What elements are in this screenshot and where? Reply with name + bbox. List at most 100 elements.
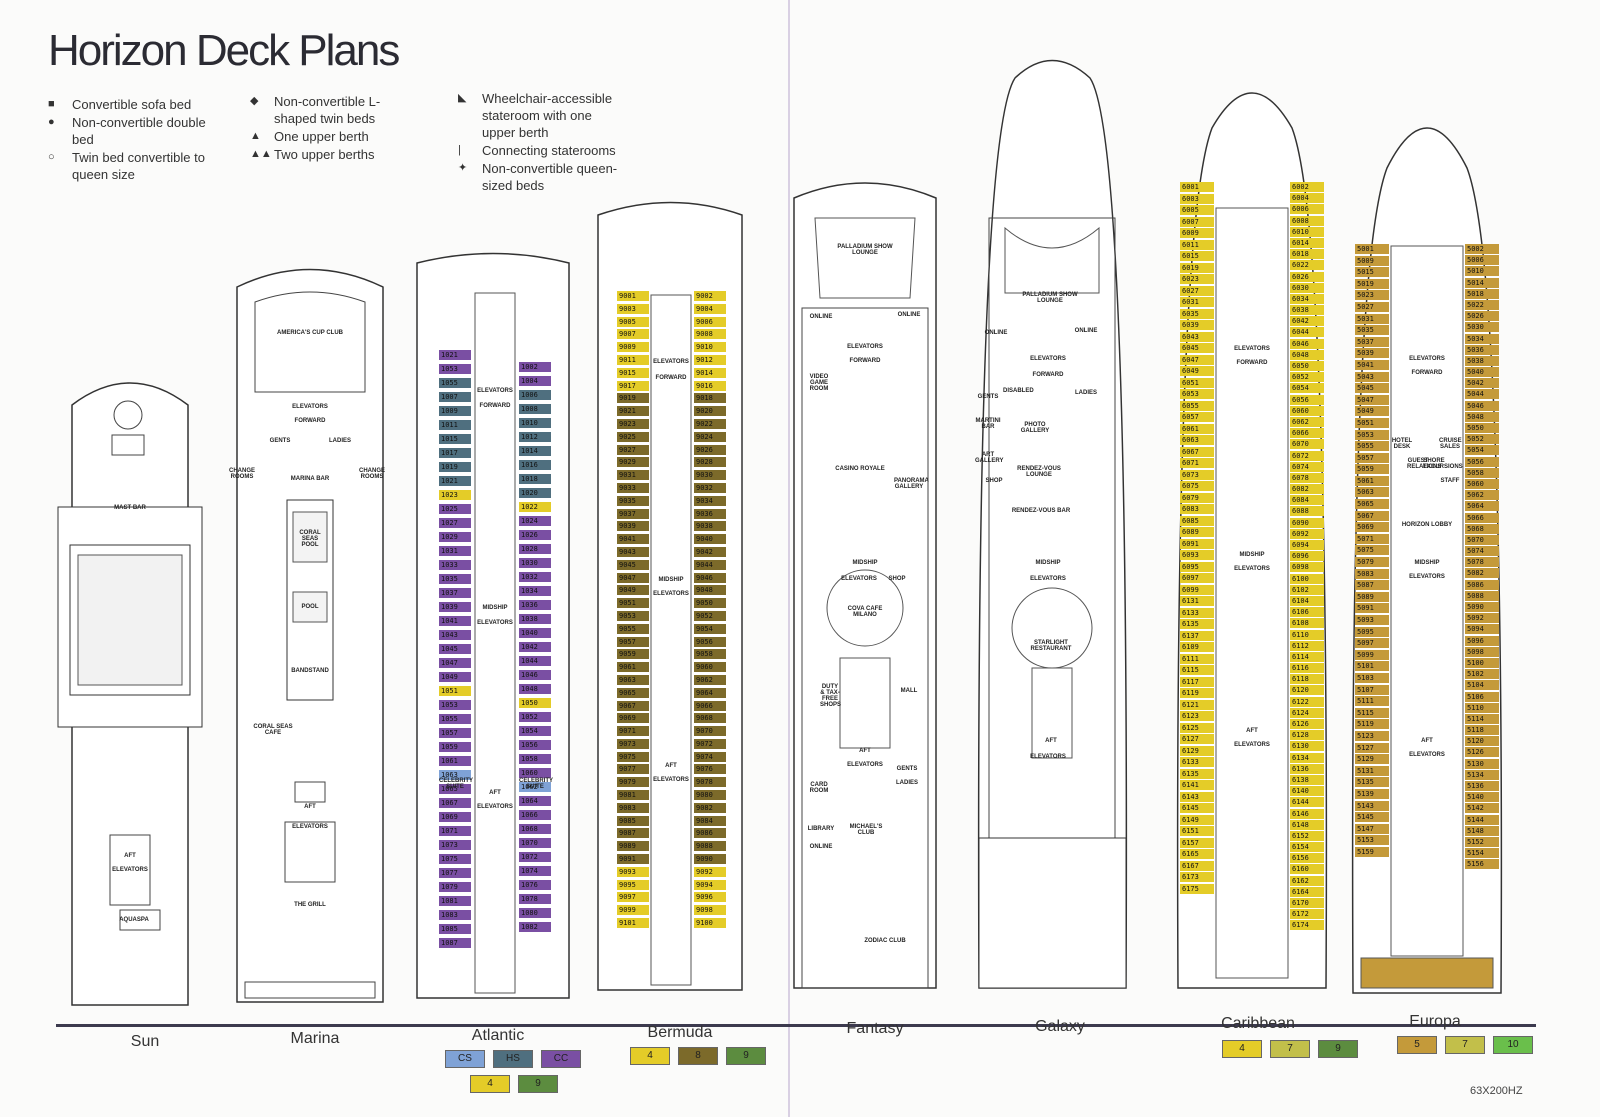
label-aft: AFT <box>1045 738 1057 744</box>
stateroom: 6127 <box>1180 734 1214 744</box>
stateroom: 5056 <box>1465 456 1499 467</box>
stateroom: 1027 <box>439 518 471 528</box>
stateroom: 5055 <box>1355 441 1389 452</box>
stateroom: 1074 <box>519 866 551 876</box>
stateroom: 5063 <box>1355 487 1389 498</box>
stateroom: 1030 <box>519 558 551 568</box>
label-library: LIBRARY <box>807 826 835 832</box>
stateroom: 1042 <box>519 642 551 652</box>
stateroom: 5069 <box>1355 522 1389 533</box>
stateroom: 5082 <box>1465 568 1499 579</box>
stateroom: 5051 <box>1355 417 1389 428</box>
stateroom: 1064 <box>519 796 551 806</box>
stateroom: 6092 <box>1290 528 1324 539</box>
stateroom: 9029 <box>617 457 649 468</box>
label-midship: MIDSHIP <box>1414 560 1440 566</box>
label-mast-bar: MAST BAR <box>114 505 146 511</box>
label-zodiac-club: ZODIAC CLUB <box>864 938 906 944</box>
stateroom: 1019 <box>439 462 471 472</box>
label-midship: MIDSHIP <box>482 605 508 611</box>
stateroom: 5065 <box>1355 499 1389 510</box>
stateroom: 9087 <box>617 828 649 839</box>
stateroom: 9003 <box>617 303 649 314</box>
stateroom: 9086 <box>694 828 726 839</box>
stateroom: 1056 <box>519 740 551 750</box>
stateroom: 9066 <box>694 700 726 711</box>
label-forward: FORWARD <box>655 375 687 381</box>
stateroom: 6098 <box>1290 562 1324 573</box>
stateroom: 6019 <box>1180 262 1214 273</box>
stateroom: 5145 <box>1355 812 1389 823</box>
label-ladies: LADIES <box>895 780 918 786</box>
stateroom: 1008 <box>519 404 551 414</box>
stateroom: 5038 <box>1465 355 1499 366</box>
stateroom: 6112 <box>1290 640 1324 651</box>
stateroom: 5092 <box>1465 613 1499 624</box>
stateroom: 5066 <box>1465 512 1499 523</box>
label-video-game-room: VIDEO GAME ROOM <box>809 374 829 392</box>
stateroom: 5002 <box>1465 244 1499 254</box>
legend-text: Non-convertible L-shaped twin beds <box>274 94 381 126</box>
stateroom: 1029 <box>439 532 471 542</box>
stateroom: 5019 <box>1355 278 1389 289</box>
label-aft: AFT <box>124 853 136 859</box>
stateroom: 9075 <box>617 751 649 762</box>
stateroom: 9001 <box>617 291 649 301</box>
stateroom: 5018 <box>1465 288 1499 299</box>
stateroom: 5127 <box>1355 742 1389 753</box>
stateroom: 5042 <box>1465 378 1499 389</box>
stateroom: 5047 <box>1355 394 1389 405</box>
stateroom: 6053 <box>1180 389 1214 399</box>
stateroom: 9024 <box>694 431 726 442</box>
stateroom: 6143 <box>1180 791 1214 802</box>
stateroom: 9044 <box>694 559 726 570</box>
label-gents: GENTS <box>896 766 918 772</box>
stateroom: 9082 <box>694 802 726 813</box>
stateroom: 6149 <box>1180 814 1214 825</box>
label-aft: AFT <box>665 763 677 769</box>
stateroom: 5078 <box>1465 557 1499 568</box>
stateroom: 6119 <box>1180 688 1214 698</box>
stateroom: 6141 <box>1180 780 1214 790</box>
stateroom: 5104 <box>1465 680 1499 691</box>
stateroom: 9018 <box>694 393 726 404</box>
stateroom: 6079 <box>1180 492 1214 503</box>
stateroom: 6167 <box>1180 860 1214 871</box>
label-celebrity-suite-left: CELEBRITY SUITE <box>439 778 474 790</box>
stateroom: 1069 <box>439 812 471 822</box>
label-elevators-mid: ELEVATORS <box>841 576 877 582</box>
stateroom: 6131 <box>1180 596 1214 606</box>
stateroom: 9095 <box>617 879 649 890</box>
category-swatch: 8 <box>678 1047 718 1065</box>
stateroom: 9006 <box>694 316 726 327</box>
label-elevators-aft: ELEVATORS <box>1409 752 1445 758</box>
stateroom: 6078 <box>1290 472 1324 483</box>
label-duty-tax-free-shops: DUTY & TAX-FREE SHOPS <box>820 684 842 708</box>
stateroom: 9019 <box>617 393 649 404</box>
stateroom: 9011 <box>617 354 649 365</box>
label-online-right: ONLINE <box>1074 328 1098 334</box>
legend-item: ●Non-convertible double bed <box>48 114 218 148</box>
label-elevators-fwd: ELEVATORS <box>477 388 513 394</box>
stateroom: 9025 <box>617 431 649 442</box>
stateroom: 6046 <box>1290 338 1324 349</box>
stateroom: 5098 <box>1465 646 1499 657</box>
stateroom: 9052 <box>694 610 726 621</box>
stateroom: 6165 <box>1180 849 1214 859</box>
stateroom: 6154 <box>1290 842 1324 853</box>
stateroom: 5086 <box>1465 579 1499 590</box>
stateroom: 1044 <box>519 656 551 666</box>
stateroom: 5050 <box>1465 423 1499 433</box>
label-panorama-gallery: PANORAMA GALLERY <box>894 478 929 490</box>
stateroom: 6170 <box>1290 898 1324 908</box>
stateroom: 6049 <box>1180 366 1214 376</box>
label-midship: MIDSHIP <box>658 577 684 583</box>
stateroom: 9038 <box>694 521 726 532</box>
category-swatch: 4 <box>470 1075 510 1093</box>
stateroom: 1055 <box>439 714 471 724</box>
stateroom: 5027 <box>1355 301 1389 312</box>
label-aft: AFT <box>1421 738 1433 744</box>
legend-text: Non-convertible queen-sized beds <box>482 161 618 193</box>
label-starlight-restaurant: STARLIGHT RESTAURANT <box>1030 640 1072 652</box>
stateroom: 9023 <box>617 418 649 429</box>
